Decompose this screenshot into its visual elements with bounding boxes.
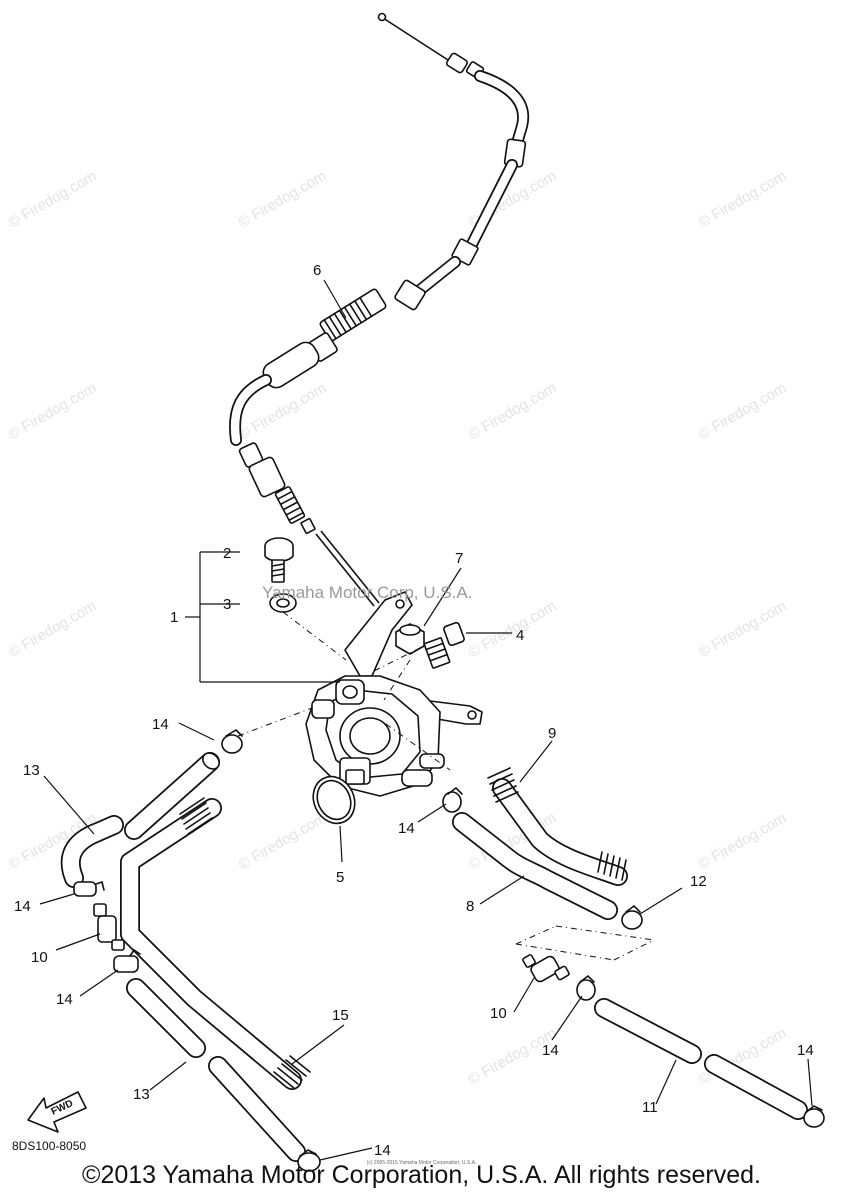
- pump-screw: [423, 621, 465, 669]
- callout-6: 6: [313, 262, 321, 279]
- callout-leaders: [39, 279, 813, 1161]
- fwd-arrow: FWD: [27, 1091, 87, 1133]
- spring-upper: [179, 797, 213, 835]
- callout-10-right: 10: [490, 1005, 507, 1022]
- hose-clip: [576, 974, 596, 1001]
- firedog-watermark: © Firedog.com: [696, 379, 790, 443]
- spring-9-top: [487, 767, 519, 803]
- pump-cable: [229, 12, 530, 607]
- callout-14-left-lower: 14: [56, 991, 73, 1008]
- callout-13-lower: 13: [133, 1086, 150, 1103]
- callout-11: 11: [642, 1099, 658, 1116]
- fine-print: (c) 2005-2015 Yamaha Motor Corporation, …: [366, 1160, 477, 1166]
- firedog-watermark: © Firedog.com: [466, 379, 560, 443]
- oil-hoses: [60, 752, 808, 1162]
- spring-9-bottom: [597, 851, 627, 881]
- hose-clip: [73, 880, 105, 897]
- callout-7: 7: [455, 550, 463, 567]
- hose-clip: [113, 948, 141, 973]
- firedog-watermark: © Firedog.com: [696, 809, 790, 873]
- callout-14-pump-right: 14: [398, 820, 415, 837]
- callout-14-left-upper: 14: [14, 898, 31, 915]
- firedog-watermark: © Firedog.com: [6, 597, 100, 661]
- callout-numbers: 6 2 3 1 7 4 14 9 13 14 5 12 14 8 10 14 1…: [14, 262, 814, 1159]
- hose-clip: [442, 786, 463, 813]
- hose-clip: [803, 1105, 825, 1128]
- part-code: 8DS100-8050: [12, 1139, 87, 1153]
- cable-nut: [395, 623, 425, 655]
- callout-14-right-end: 14: [797, 1042, 814, 1059]
- callout-3: 3: [223, 596, 231, 613]
- firedog-watermark: © Firedog.com: [6, 379, 100, 443]
- callout-1: 1: [170, 609, 178, 626]
- callout-9: 9: [548, 725, 556, 742]
- hose-clip: [221, 728, 243, 754]
- hose-joint: [93, 903, 125, 951]
- spring-lower: [273, 1055, 311, 1089]
- hose-clip: [621, 904, 643, 930]
- callout-12: 12: [690, 873, 707, 890]
- hose-joint: [522, 954, 570, 983]
- callout-14-right-middle: 14: [542, 1042, 559, 1059]
- copyright-notice: ©2013 Yamaha Motor Corporation, U.S.A. A…: [82, 1161, 761, 1189]
- firedog-watermark: © Firedog.com: [466, 597, 560, 661]
- assembly-dash-lines: [237, 611, 655, 961]
- hose-clip: [297, 1149, 321, 1172]
- callout-5: 5: [336, 869, 344, 886]
- oil-pump-assembly: [185, 551, 483, 797]
- callout-4: 4: [516, 627, 524, 644]
- callout-15: 15: [332, 1007, 349, 1024]
- callout-8: 8: [466, 898, 474, 915]
- callout-13-upper: 13: [23, 762, 40, 779]
- callout-14-pump-left: 14: [152, 716, 169, 733]
- pump-washer: [269, 593, 297, 613]
- callout-2: 2: [223, 545, 231, 562]
- callout-10-left: 10: [31, 949, 48, 966]
- callout-14-bottom: 14: [374, 1142, 391, 1159]
- hose-clips: [73, 728, 825, 1172]
- firedog-watermark: © Firedog.com: [6, 167, 100, 231]
- hose-joints: [93, 903, 570, 983]
- firedog-watermark: © Firedog.com: [236, 809, 330, 873]
- pump-o-ring: [312, 775, 356, 825]
- firedog-watermark: © Firedog.com: [696, 597, 790, 661]
- yamaha-watermark: Yamaha Motor Corp, U.S.A.: [262, 583, 473, 602]
- firedog-watermark: © Firedog.com: [696, 167, 790, 231]
- pump-bolt: [264, 537, 294, 583]
- firedog-watermark: © Firedog.com: [236, 167, 330, 231]
